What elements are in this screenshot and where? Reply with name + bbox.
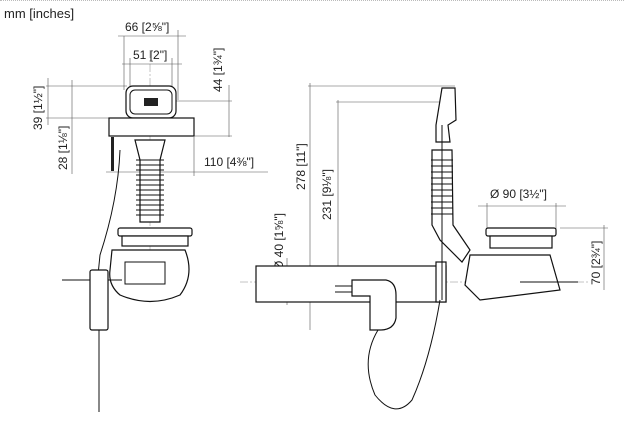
top-border [0, 0, 624, 1]
dim-height-to-pipe: 231 [9⅛"] [320, 169, 334, 220]
waste-pipe [255, 265, 447, 303]
cable [367, 299, 441, 410]
side-housing [464, 254, 561, 301]
dim-flange-diameter: Ø 90 [3½"] [490, 187, 547, 201]
units-label: mm [inches] [4, 6, 75, 21]
dim-width-inner: 51 [2"] [133, 48, 167, 62]
dim-projection: 110 [4⅜"] [204, 155, 254, 169]
dim-width-top: 66 [2⅝"] [125, 20, 169, 34]
side-view: 278 [11"] 231 [9⅛"] Ø 40 [1⅝"] Ø 90 [3½"… [240, 83, 608, 410]
dim-flange-height: 70 [2¾"] [589, 241, 603, 285]
drain-housing [109, 249, 190, 303]
side-flange [485, 227, 557, 237]
lever-head [435, 87, 457, 143]
bellows [134, 139, 166, 223]
dim-height-knob: 39 [1½"] [31, 86, 45, 130]
dim-overall-height: 278 [11"] [294, 143, 308, 190]
mounting-plate [108, 117, 195, 137]
dim-height-handle: 44 [1¾"] [211, 48, 225, 92]
cable-probe [89, 269, 109, 331]
flange [117, 227, 193, 237]
dim-pipe-diameter: Ø 40 [1⅝"] [272, 213, 286, 270]
plug-connector [351, 279, 397, 331]
front-view: 66 [2⅝"] 51 [2"] 44 [1¾"] 39 [1½"] 28 [1… [31, 20, 268, 412]
dim-height-plate: 28 [1⅛"] [56, 126, 70, 170]
side-bellows [431, 149, 471, 263]
